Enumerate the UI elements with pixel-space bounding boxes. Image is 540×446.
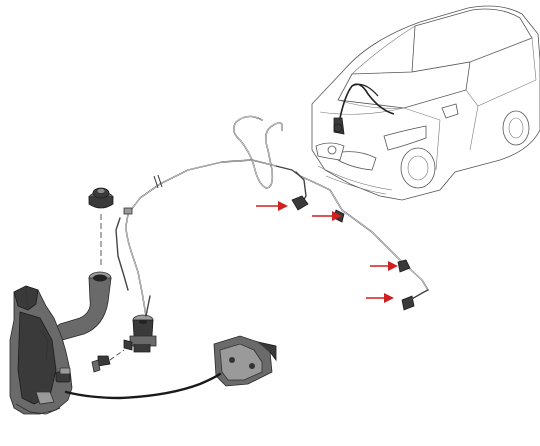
washer-pump <box>91 295 157 373</box>
arrow-nozzle-4 <box>366 293 394 303</box>
hose-assembly <box>115 115 429 317</box>
mounting-bracket <box>213 335 277 387</box>
arrow-nozzle-2 <box>312 211 342 221</box>
vehicle-outline <box>311 5 540 201</box>
filler-neck <box>51 271 112 341</box>
headlamp-jet-left <box>397 259 411 273</box>
bonnet-jet-left <box>291 195 309 211</box>
filler-cap <box>88 187 114 268</box>
pump-cable <box>64 372 222 400</box>
arrow-nozzle-1 <box>256 201 288 211</box>
callout-arrows <box>256 201 398 303</box>
washer-reservoir <box>9 285 73 415</box>
arrow-nozzle-3 <box>370 261 398 271</box>
washer-jets <box>291 195 429 311</box>
headlamp-jet-right <box>401 289 429 311</box>
